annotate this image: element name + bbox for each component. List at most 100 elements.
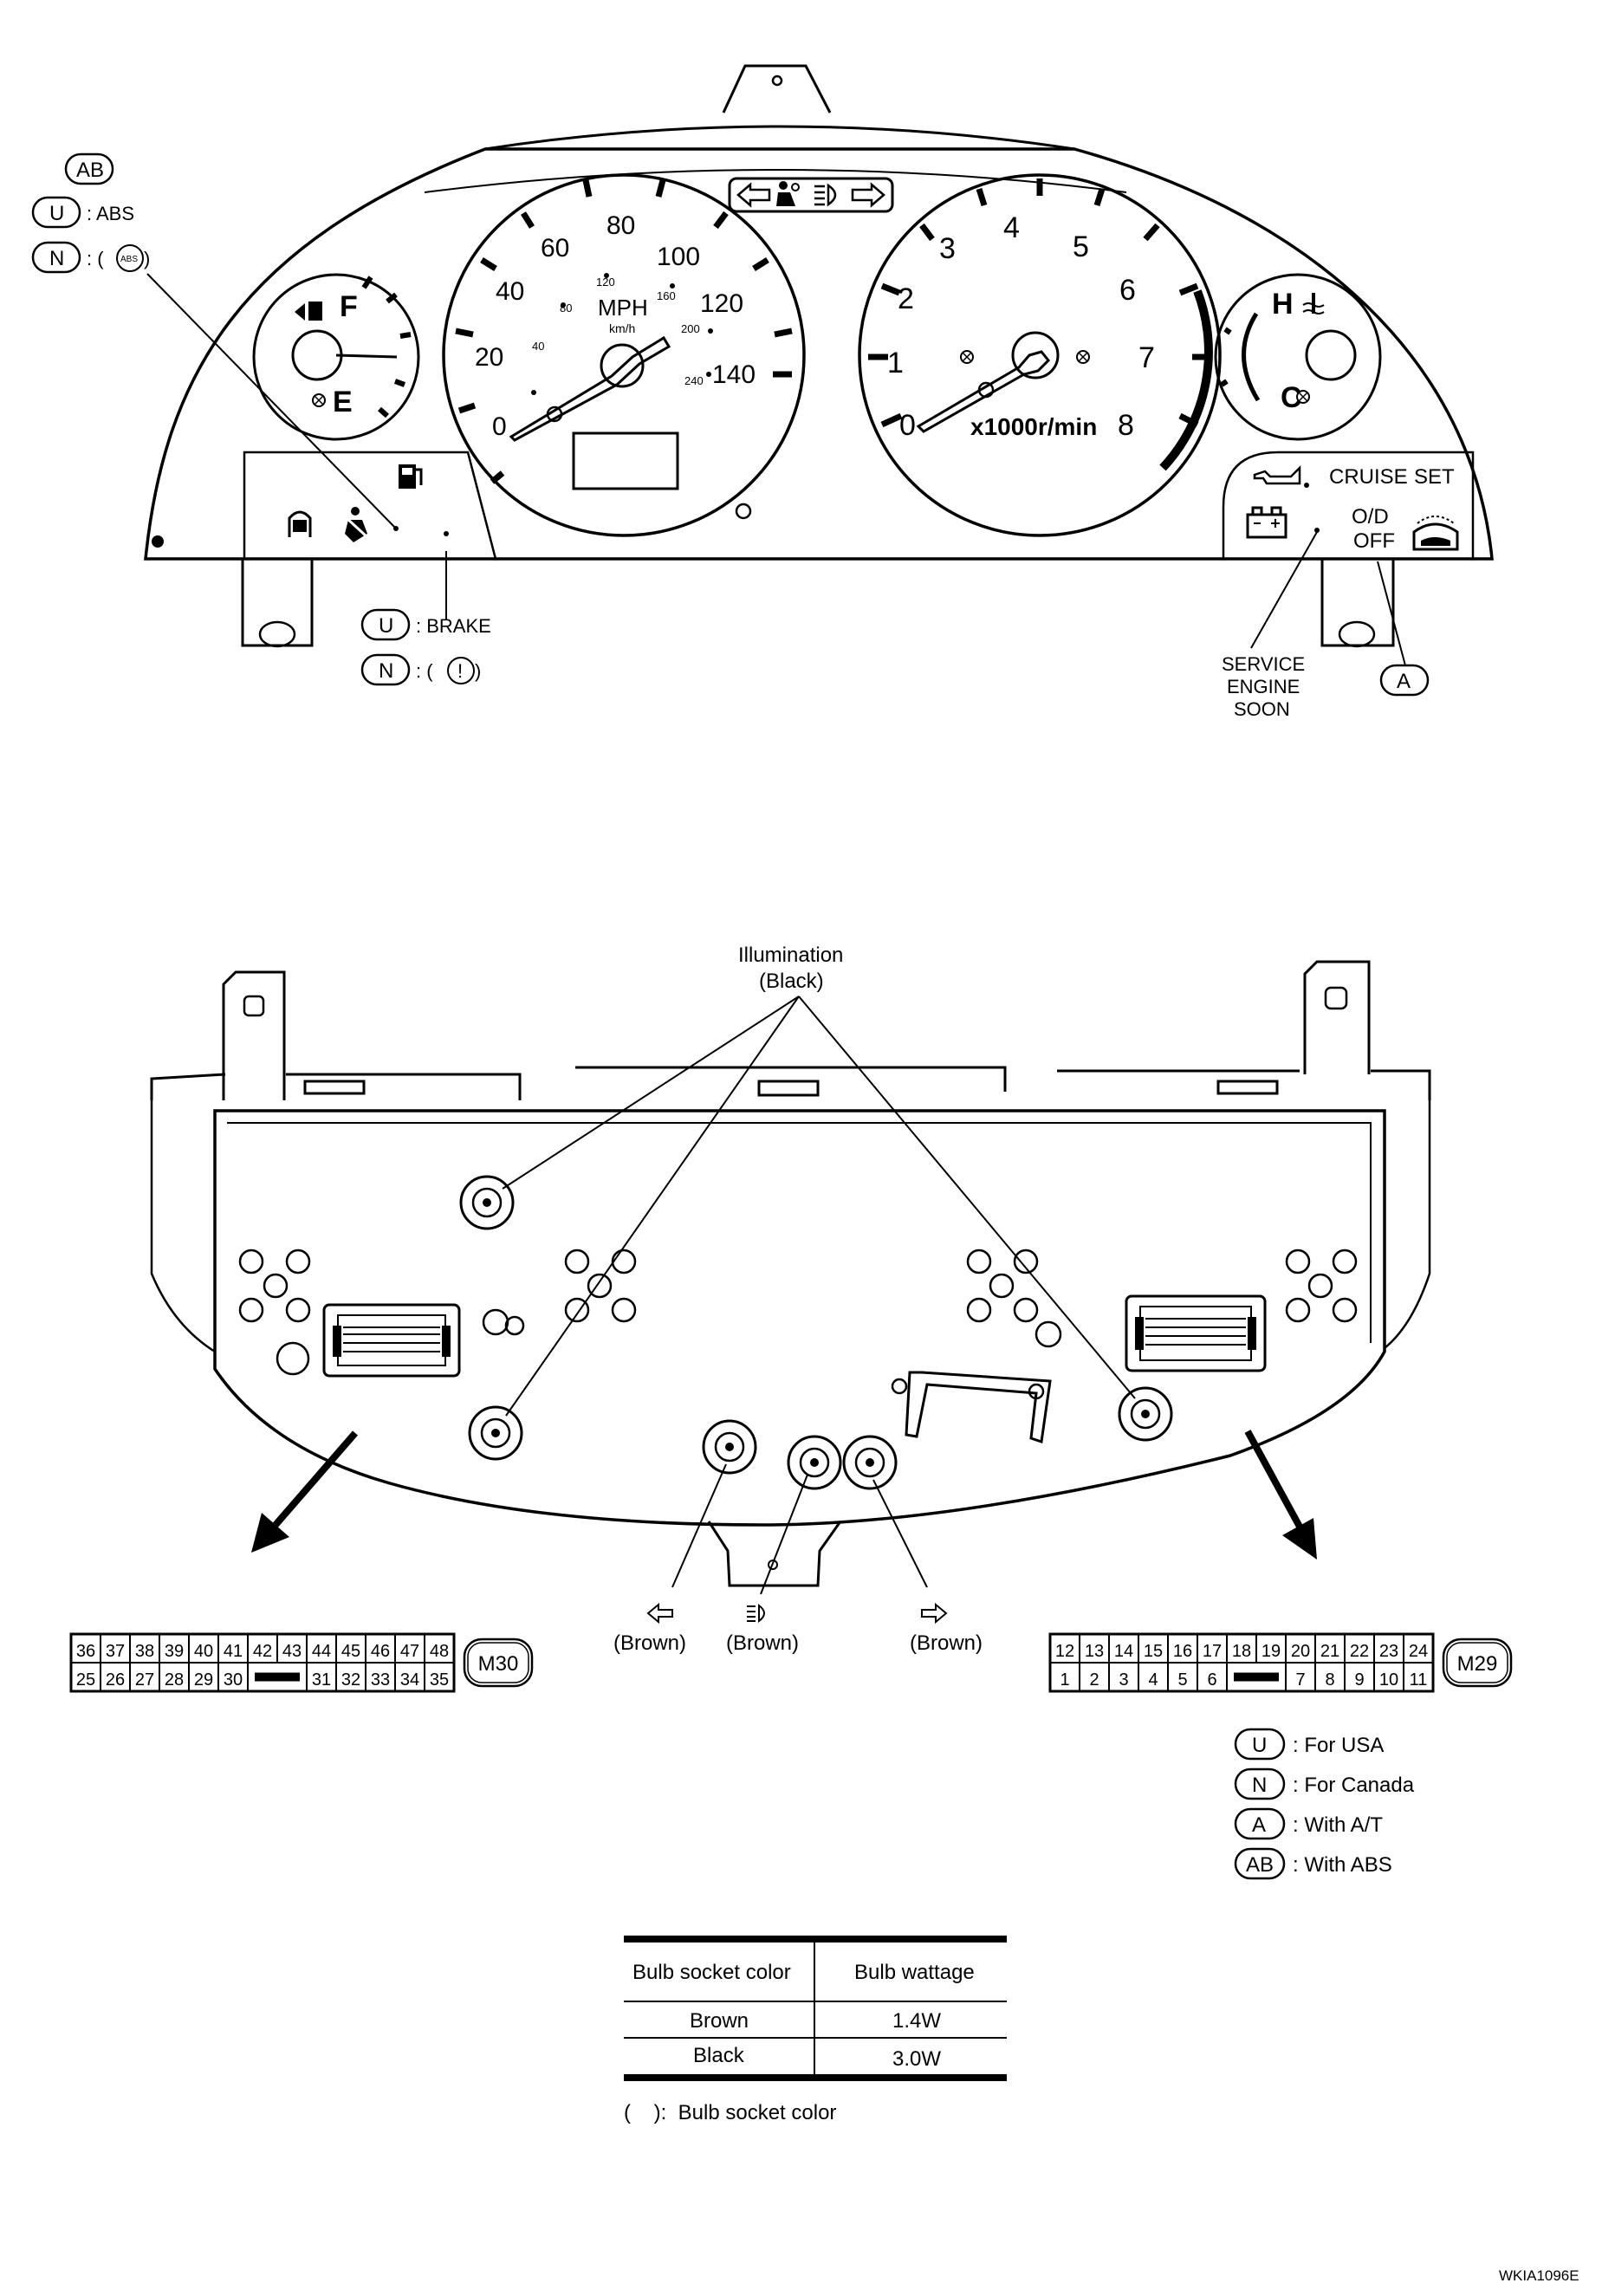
abs-symbol-text: ABS [120, 255, 138, 264]
turn-left-icon [736, 182, 771, 208]
brake-symbol-text: ! [457, 660, 463, 682]
illumination-label: Illumination [738, 944, 843, 967]
pin-number: 29 [194, 1670, 213, 1690]
connector-m30-housing [322, 1303, 461, 1378]
pin-number: 23 [1379, 1642, 1398, 1661]
turn-right-socket [842, 1435, 898, 1490]
seat-belt-icon [345, 507, 369, 542]
pin-number: 8 [1325, 1670, 1334, 1690]
table-cell-brown: Brown [690, 2009, 749, 2033]
service-engine-soon-dot [1314, 528, 1320, 533]
n-abs-code: N [49, 247, 64, 270]
pin-number: 1 [1060, 1670, 1069, 1690]
temp-hot-label: H [1272, 288, 1294, 321]
coolant-temp-icon [1302, 293, 1325, 315]
pin-number: 39 [165, 1642, 184, 1661]
washer-fluid-icon [1412, 516, 1459, 551]
illumination-color-label: (Black) [759, 970, 824, 993]
illumination-socket [459, 1175, 515, 1230]
top-indicator-strip [728, 177, 894, 213]
kmh-mark-40: 40 [532, 340, 544, 353]
kmh-mark-200: 200 [681, 322, 700, 335]
connector-lock-bar [1234, 1672, 1279, 1682]
brown-right-label: (Brown) [910, 1631, 983, 1655]
speed-mark-120: 120 [700, 289, 743, 318]
high-beam-socket [787, 1435, 842, 1490]
legend-text-at: : With A/T [1293, 1813, 1383, 1837]
pin-number: 46 [371, 1642, 390, 1661]
kmh-mark-160: 160 [657, 289, 676, 302]
n-brake-text: : ( [416, 660, 433, 682]
ab-code-label: AB [76, 159, 104, 182]
pin-number: 21 [1320, 1642, 1339, 1661]
turn-right-icon [851, 182, 885, 208]
table-cell-black: Black [693, 2044, 745, 2067]
off-label: OFF [1353, 529, 1395, 553]
pin-number: 27 [135, 1670, 154, 1690]
speedometer-hub [600, 343, 645, 388]
security-indicator-icon [288, 510, 312, 537]
a-code: A [1397, 670, 1411, 693]
mph-label: MPH [598, 295, 648, 321]
fuel-pump-icon [295, 302, 322, 321]
connector-frame [69, 1632, 456, 1693]
speed-mark-100: 100 [657, 243, 700, 271]
pin-number: 15 [1144, 1642, 1163, 1661]
indicator-bulb-icon [312, 393, 326, 407]
u-abs-code: U [49, 202, 64, 225]
speedometer: 0 20 40 60 80 100 120 140 40 80 120 160 … [442, 173, 806, 537]
pin-number: 43 [282, 1642, 302, 1661]
n-brake-code: N [379, 659, 393, 683]
od-label: O/D [1352, 505, 1389, 529]
legend: U : For USA N : For Canada A : With A/T … [1234, 1728, 1415, 1880]
pin-number: 5 [1177, 1670, 1187, 1690]
connector-direction-arrow [1244, 1430, 1317, 1560]
rpm-mark-3: 3 [939, 232, 956, 265]
rpm-mark-5: 5 [1073, 230, 1089, 263]
illumination-socket [1118, 1386, 1173, 1442]
connector-name: M29 [1457, 1652, 1498, 1676]
legend-text-abs: : With ABS [1293, 1853, 1392, 1877]
brake-symbol-icon [447, 657, 475, 684]
speed-mark-0: 0 [492, 412, 507, 441]
rpm-mark-2: 2 [898, 282, 914, 315]
pin-number: 11 [1410, 1670, 1428, 1690]
pin-number: 6 [1207, 1670, 1216, 1690]
footnote: ( ): Bulb socket color [624, 2101, 836, 2124]
tachometer-redline [1159, 289, 1213, 471]
pin-number: 4 [1148, 1670, 1158, 1690]
fuel-full-label: F [340, 290, 358, 323]
legend-code-a: A [1252, 1813, 1266, 1837]
pin-number: 9 [1354, 1670, 1364, 1690]
brown-left-label: (Brown) [613, 1631, 686, 1655]
pin-number: 18 [1232, 1642, 1251, 1661]
pin-number: 12 [1055, 1642, 1074, 1661]
kmh-mark-120: 120 [596, 276, 615, 289]
cluster-housing [144, 147, 1494, 561]
pin-number: 14 [1114, 1642, 1133, 1661]
service-label: SERVICE [1222, 653, 1305, 675]
u-brake-text: : BRAKE [416, 615, 491, 637]
pin-number: 35 [430, 1670, 449, 1690]
rpm-mark-1: 1 [887, 347, 904, 379]
pin-number: 2 [1089, 1670, 1099, 1690]
pin-cell [1314, 1662, 1346, 1692]
pin-number: 31 [312, 1670, 331, 1690]
cluster-rear-view: Illumination (Black) (Brown) (Brown) (Br… [150, 944, 1431, 1655]
turn-left-arrow-icon [646, 1602, 673, 1625]
battery-icon [1246, 506, 1287, 539]
pin-cell [1138, 1662, 1169, 1692]
odometer-display [572, 431, 679, 490]
pin-number: 42 [253, 1642, 272, 1661]
turn-right-arrow-icon [921, 1602, 948, 1625]
kmh-mark-240: 240 [684, 374, 704, 387]
pin-number: 44 [312, 1642, 331, 1661]
temperature-gauge: H C [1214, 273, 1382, 441]
legend-code-ab: AB [1246, 1853, 1274, 1877]
oil-pressure-icon [1253, 464, 1309, 488]
pin-number: 48 [430, 1642, 449, 1661]
pin-number: 13 [1085, 1642, 1104, 1661]
service-engine-callout: SERVICE ENGINE SOON A [1222, 531, 1430, 720]
tachometer-ticks [868, 178, 1211, 428]
